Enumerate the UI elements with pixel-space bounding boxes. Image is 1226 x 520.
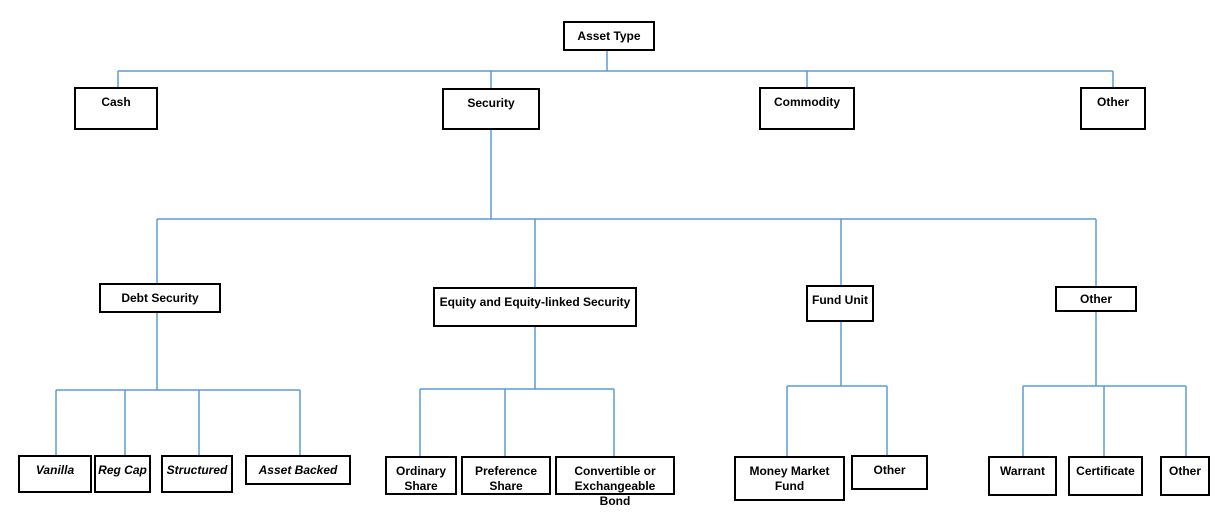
connectors-level-1: [117, 51, 1114, 88]
node-certificate: Certificate: [1068, 456, 1143, 496]
node-equity-and-equity-linked-security: Equity and Equity-linked Security: [433, 287, 637, 327]
node-other-top: Other: [1080, 87, 1146, 130]
node-convertible-or-exchangeable-bond: Convertible or Exchangeable Bond: [555, 456, 675, 508]
connectors-debt-security-children: [55, 313, 301, 455]
connectors-equity-children: [419, 327, 615, 456]
node-cash: Cash: [74, 87, 158, 130]
node-ordinary-share: Ordinary Share: [385, 456, 457, 495]
node-other-security: Other: [1055, 286, 1137, 312]
connectors-other-security-children: [1022, 312, 1187, 456]
connectors-level-2: [156, 130, 1097, 287]
node-debt-security: Debt Security: [99, 283, 221, 313]
connectors-fund-unit-children: [786, 322, 888, 456]
node-asset-type: Asset Type: [563, 21, 655, 51]
node-security: Security: [442, 88, 540, 130]
node-vanilla: Vanilla: [18, 455, 92, 493]
node-fund-unit: Fund Unit: [806, 285, 874, 322]
node-structured: Structured: [161, 455, 233, 493]
node-warrant: Warrant: [988, 456, 1057, 496]
node-other-fund: Other: [851, 455, 928, 490]
node-reg-cap: Reg Cap: [94, 455, 151, 493]
node-commodity: Commodity: [759, 87, 855, 130]
node-asset-backed: Asset Backed: [245, 455, 351, 485]
node-other-leaf: Other: [1160, 456, 1210, 496]
node-money-market-fund: Money Market Fund: [734, 456, 845, 501]
node-preference-share: Preference Share: [461, 456, 551, 495]
